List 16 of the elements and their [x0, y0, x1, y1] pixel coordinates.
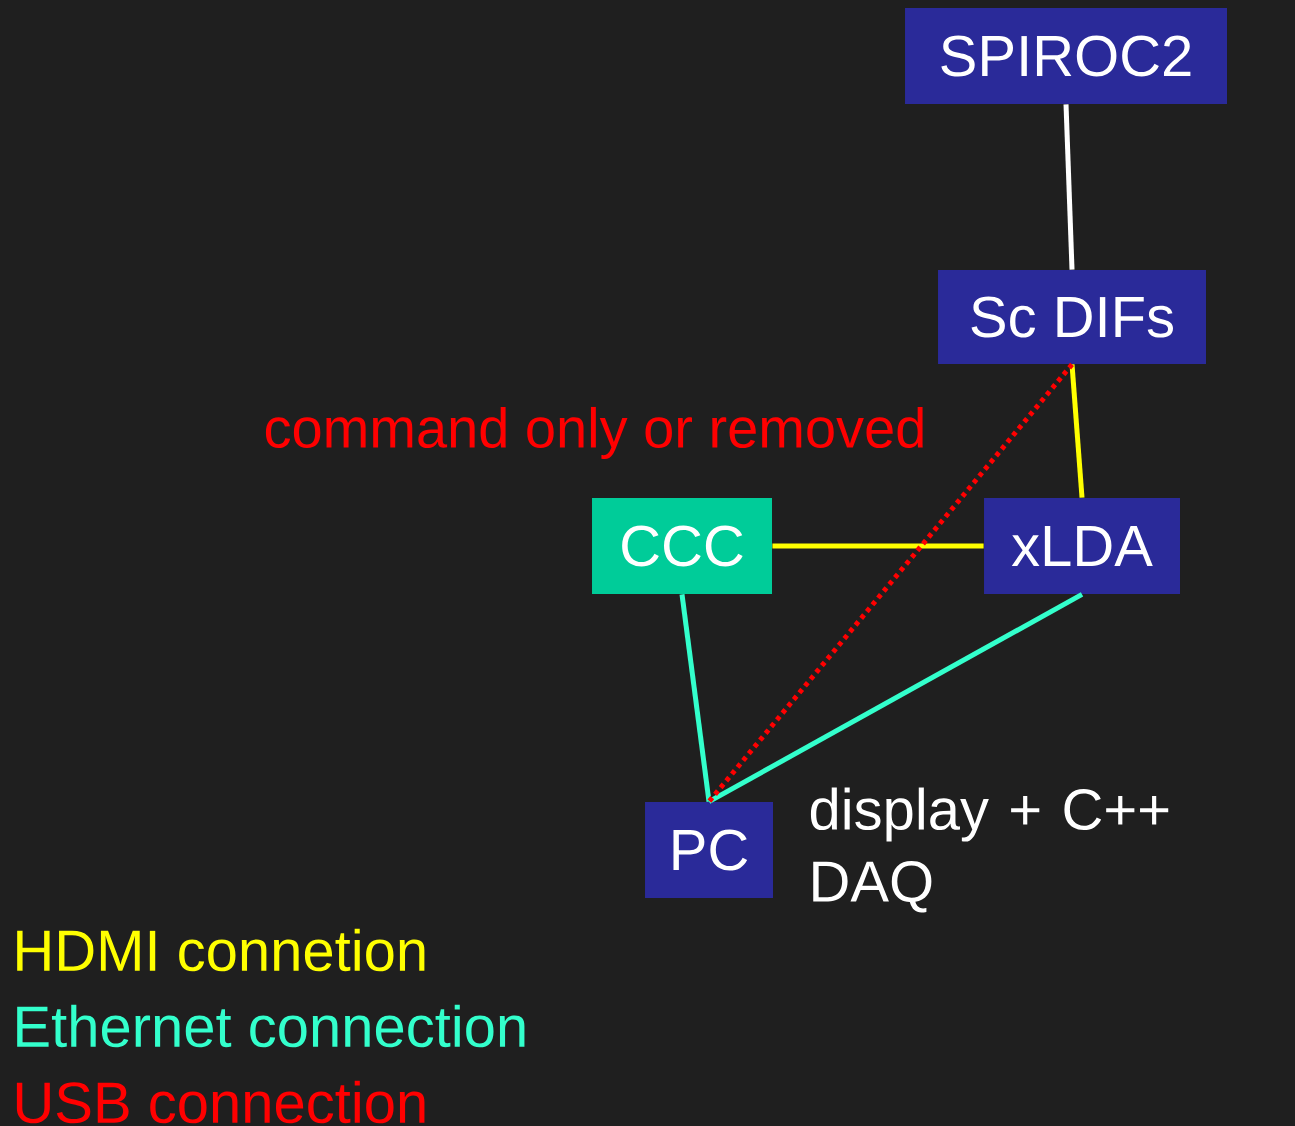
connector-line [1063, 104, 1075, 270]
connector-line [707, 362, 1074, 804]
device-box: xLDA [984, 498, 1180, 594]
legend-entry: USB connection [16, 1080, 425, 1124]
device-box: SPIROC2 [905, 8, 1227, 104]
connector-line [707, 592, 1084, 804]
node-caption: display + C++ DAQ [810, 787, 1169, 913]
device-box: Sc DIFs [938, 270, 1206, 364]
legend-entry: Ethernet connection [17, 1004, 525, 1048]
connector-line [1069, 364, 1085, 498]
device-box: CCC [592, 498, 772, 594]
legend-entry: HDMI connetion [17, 928, 425, 972]
connector-line [679, 594, 712, 802]
note-text: command only or removed [265, 406, 923, 460]
connector-line [772, 543, 984, 549]
device-box: PC [645, 802, 773, 898]
